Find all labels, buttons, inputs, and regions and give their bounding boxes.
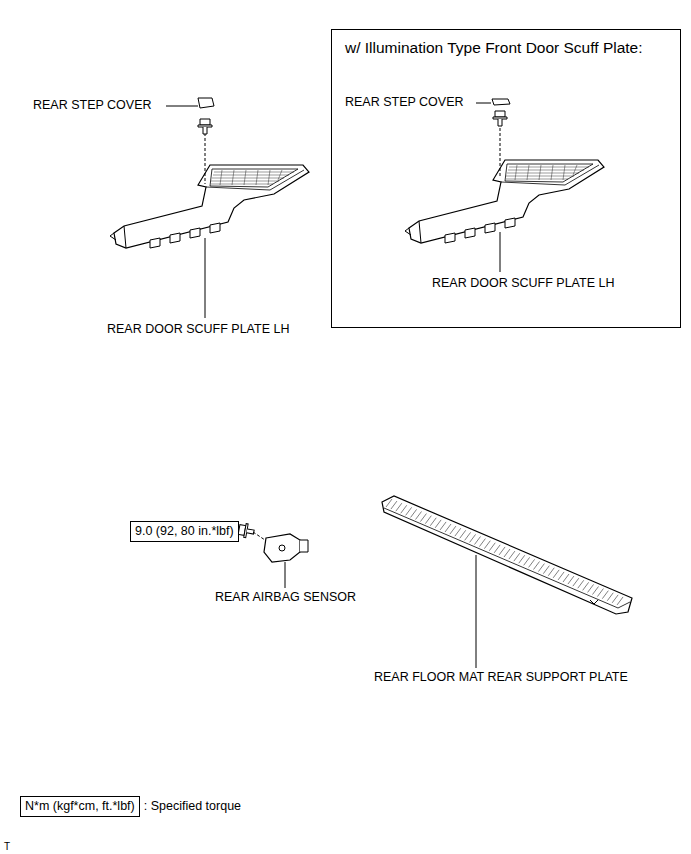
step-cover <box>492 99 510 105</box>
part-label: REAR STEP COVER <box>345 95 464 109</box>
support-plate <box>382 496 632 614</box>
part-label: REAR DOOR SCUFF PLATE LH <box>107 322 289 336</box>
figure-code: T <box>4 841 10 853</box>
dashed-line <box>205 133 206 184</box>
leader-line <box>476 555 477 668</box>
leader-line <box>205 238 206 318</box>
torque-text: N*m (kgf*cm, ft.*lbf) <box>25 799 135 813</box>
part-label: REAR STEP COVER <box>33 98 152 112</box>
part-label: REAR AIRBAG SENSOR <box>215 590 356 604</box>
torque-box: 9.0 (92, 80 in.*lbf) <box>130 521 239 542</box>
panel-heading: w/ Illumination Type Front Door Scuff Pl… <box>345 39 643 57</box>
torque-unit-box: N*m (kgf*cm, ft.*lbf) <box>20 796 140 817</box>
legend-note: : Specified torque <box>144 799 241 813</box>
airbag-sensor <box>264 534 300 562</box>
part-label: REAR DOOR SCUFF PLATE LH <box>432 276 614 290</box>
dashed-line <box>500 123 501 178</box>
leader-line <box>166 106 198 107</box>
step-cover <box>198 98 214 108</box>
leader-line <box>500 232 501 272</box>
leader-line <box>285 562 286 588</box>
leader-line <box>476 103 491 104</box>
torque-text: 9.0 (92, 80 in.*lbf) <box>135 524 234 538</box>
part-label: REAR FLOOR MAT REAR SUPPORT PLATE <box>374 670 628 684</box>
